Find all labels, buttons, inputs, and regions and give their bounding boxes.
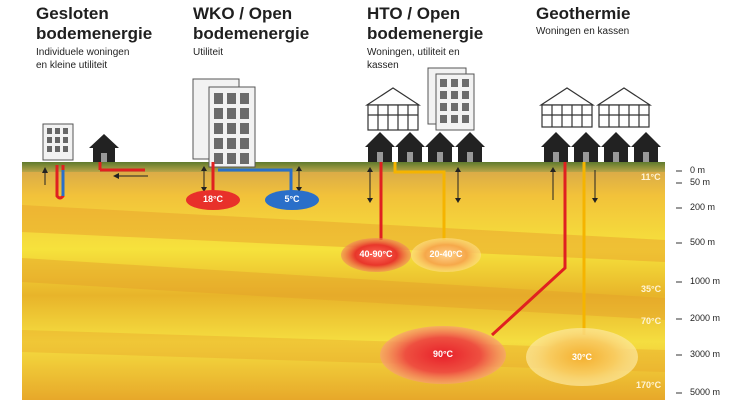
greenhouse-icon (538, 87, 596, 128)
depth-ticks (676, 170, 682, 394)
geo-hot-label: 90°C (432, 349, 454, 359)
cold-well-pipe (218, 168, 293, 195)
title-line: bodemenergie (36, 24, 153, 43)
temp-label: 35°C (641, 284, 662, 294)
temp-label: 11°C (641, 172, 661, 182)
column-subtitle-geo: Woningen en kassen (536, 25, 629, 38)
small-office-building-icon (42, 123, 74, 161)
greenhouse-icon (595, 87, 653, 128)
column-subtitle-wko: Utiliteit (193, 46, 223, 59)
subtitle-line: Woningen, utiliteit en (367, 47, 460, 58)
flow-arrow-head (455, 198, 461, 203)
wko-hot-label: 18°C (202, 194, 224, 204)
flow-arrow-head (367, 198, 373, 203)
title-line: Gesloten (36, 4, 109, 23)
title-line: bodemenergie (193, 24, 310, 43)
depth-label: 2000 m (690, 313, 721, 323)
column-subtitle-hto: Woningen, utiliteit en kassen (367, 46, 460, 72)
hto-hot-reservoir (341, 238, 411, 272)
house-icon (89, 134, 119, 162)
flow-arrow-head (592, 198, 598, 203)
title-line: bodemenergie (367, 24, 484, 43)
depth-label: 3000 m (690, 349, 721, 359)
column-title-geo: Geothermie (536, 4, 630, 24)
closed-loop-hot-pipe (55, 165, 65, 200)
office-building-icon (192, 78, 256, 168)
column-title-hto: HTO / Open bodemenergie (367, 4, 483, 44)
depth-label: 50 m (690, 177, 711, 187)
geothermal-production-pipe (490, 162, 567, 337)
geo-warm-label: 30°C (571, 352, 593, 362)
flow-arrow-head (550, 167, 556, 172)
ground-surface (22, 162, 665, 172)
subtitle-line: en kleine utiliteit (36, 60, 108, 71)
depth-label: 500 m (690, 237, 716, 247)
flow-arrow-head (367, 167, 373, 172)
soil-band (22, 258, 665, 320)
column-title-wko: WKO / Open bodemenergie (193, 4, 309, 44)
column-title-gesloten: Gesloten bodemenergie (36, 4, 152, 44)
soil-band (22, 205, 665, 262)
subtitle-line: kassen (367, 60, 399, 71)
depth-label: 200 m (690, 202, 716, 212)
flow-arrow-head (201, 166, 207, 171)
wko-cold-label: 5°C (284, 194, 300, 204)
warm-reservoir (186, 190, 240, 210)
flow-arrow-head (113, 173, 119, 179)
title-line: Geothermie (536, 4, 631, 23)
temp-label: 170°C (636, 380, 662, 390)
title-line: WKO / Open (193, 4, 293, 23)
temp-label: 70°C (641, 316, 662, 326)
hto-warm-label: 20-40°C (429, 249, 463, 259)
geothermal-warm-aquifer (526, 328, 638, 386)
hto-warm-reservoir (411, 238, 481, 272)
hto-warm-pipe (393, 162, 446, 240)
flow-arrow-head (455, 167, 461, 172)
flow-arrow-head (42, 167, 48, 173)
flow-arrow-head (296, 166, 302, 171)
geothermal-hot-aquifer (380, 326, 506, 384)
depth-label: 0 m (690, 165, 706, 175)
depth-label: 5000 m (690, 387, 721, 397)
subtitle-line: Utiliteit (193, 47, 224, 58)
depth-label: 1000 m (690, 276, 721, 286)
flow-arrow-head (201, 187, 207, 192)
greenhouse-icon (364, 87, 422, 131)
flow-arrow-head (296, 187, 302, 192)
subtitle-line: Woningen en kassen (536, 26, 630, 37)
title-line: HTO / Open (367, 4, 461, 23)
subtitle-line: Individuele woningen (36, 47, 130, 58)
office-building-icon (427, 67, 475, 131)
column-subtitle-gesloten: Individuele woningen en kleine utiliteit (36, 46, 129, 72)
cold-reservoir (265, 190, 319, 210)
hto-hot-label: 40-90°C (359, 249, 393, 259)
